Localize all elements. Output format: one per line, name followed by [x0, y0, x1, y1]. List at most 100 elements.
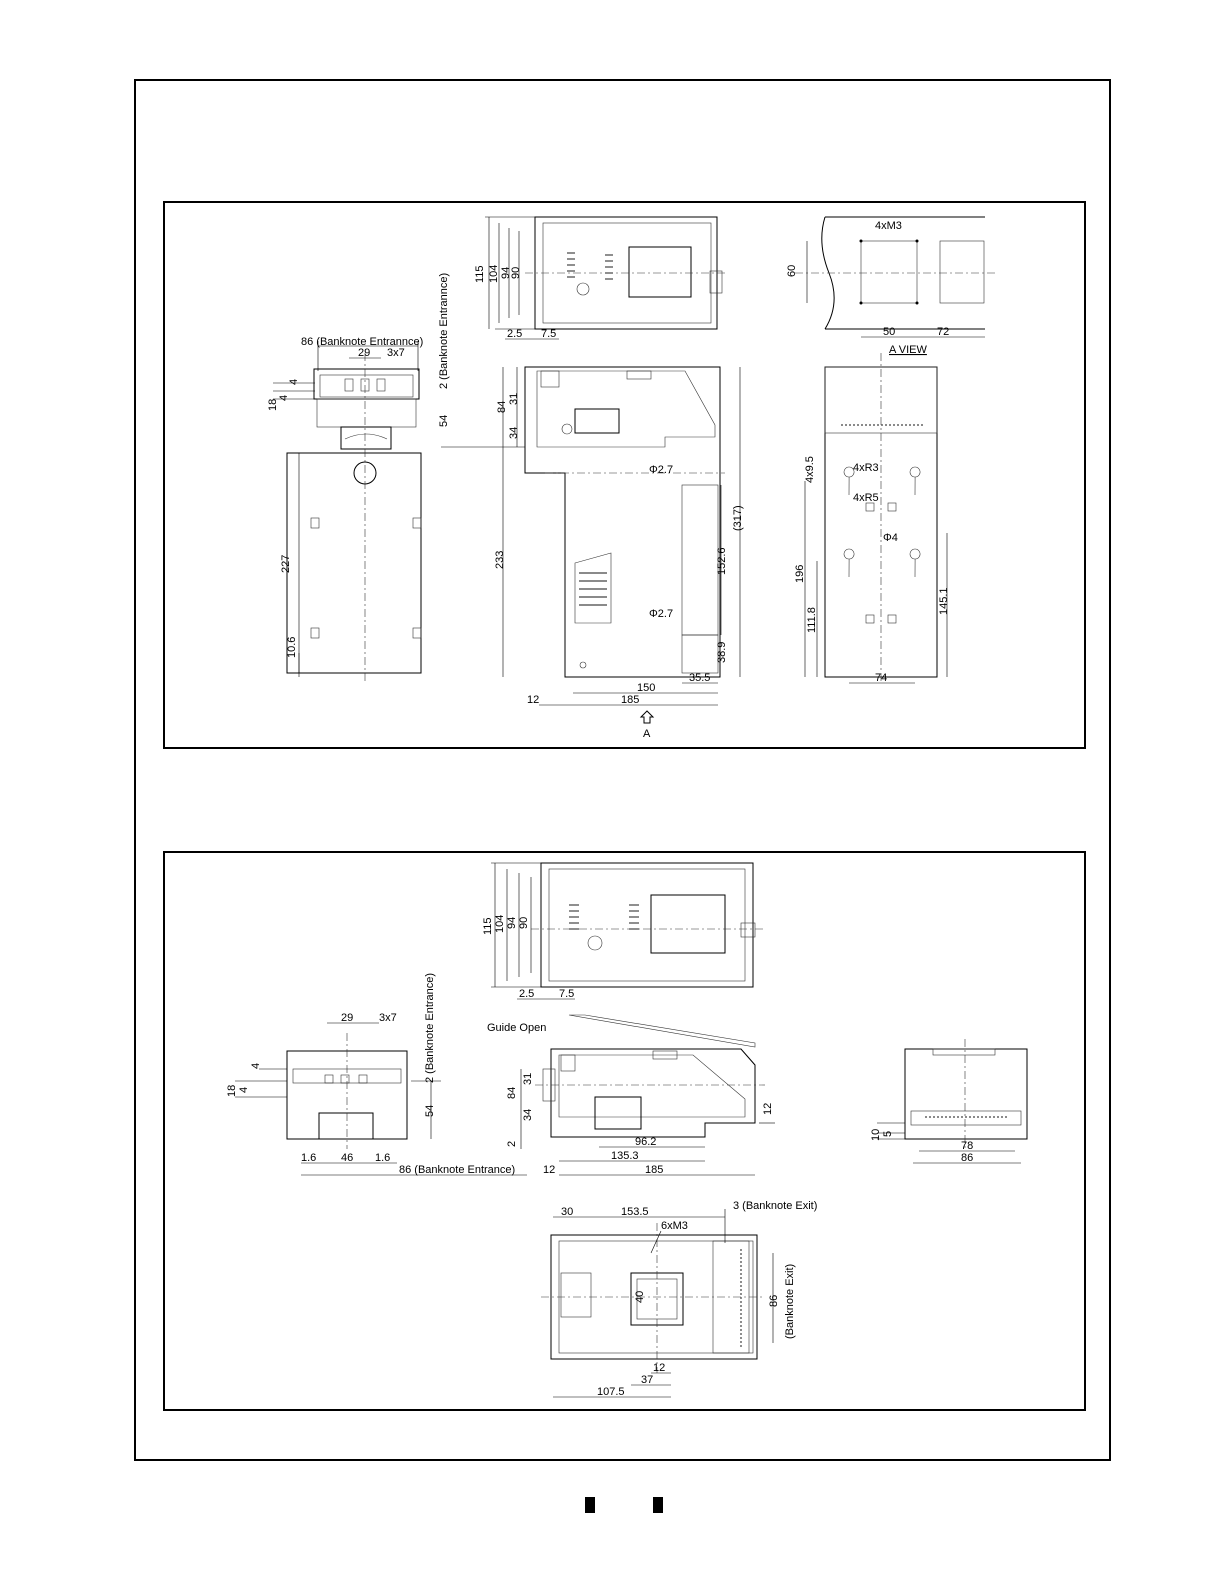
- bottom-front-dim-54: 54: [424, 1105, 436, 1117]
- bottom-front-dim-4: 4: [250, 1063, 262, 1069]
- bottom-side-dim-12: 12: [543, 1164, 555, 1176]
- bottom-front-view: 29 3x7 2 (Banknote Entrance) 4 18 4 54 1…: [226, 973, 527, 1176]
- side-dim-35-5: 35.5: [689, 672, 710, 684]
- bottom-rear-dim-5: 5: [882, 1131, 894, 1137]
- bottom-side-dim-84: 84: [506, 1087, 518, 1099]
- bottom-top-view-grill-icon: [569, 904, 639, 930]
- top-dim-2-5: 2.5: [507, 328, 522, 340]
- a-view-dim-72: 72: [937, 326, 949, 338]
- bottom-exit-offset-label: 3 (Banknote Exit): [733, 1200, 817, 1212]
- bottom-rear-dim-78: 78: [961, 1140, 973, 1152]
- side-phi-upper: Φ2.7: [649, 464, 673, 476]
- side-dim-233: 233: [494, 551, 506, 569]
- bottom-dim-37: 37: [641, 1374, 653, 1386]
- a-view: 4xM3 60 50 72 A VIEW: [786, 216, 995, 356]
- side-view-arrow-label: A: [643, 728, 651, 740]
- bottom-side-dim-2: 2: [506, 1141, 518, 1147]
- bottom-front-entrance-offset-label: 2 (Banknote Entrance): [424, 973, 436, 1083]
- bottom-dim-12: 12: [653, 1362, 665, 1374]
- side-dim-185: 185: [621, 694, 639, 706]
- front-dim-18: 18: [267, 399, 279, 411]
- bottom-front-dim-4b: 4: [238, 1087, 250, 1093]
- a-view-title: A VIEW: [889, 344, 928, 356]
- bottom-front-dim-3x7: 3x7: [379, 1012, 397, 1024]
- bottom-top-dim-115: 115: [482, 917, 494, 935]
- bottom-side-dim-34: 34: [522, 1109, 534, 1121]
- bottom-exit-label: (Banknote Exit): [784, 1264, 796, 1339]
- side-dim-31: 31: [508, 393, 520, 405]
- bottom-rear-view: 10 5 78 86: [870, 1039, 1028, 1164]
- footer-mark-left: [585, 1497, 595, 1513]
- bottom-dim-153-5: 153.5: [621, 1206, 649, 1218]
- bottom-top-dim-90: 90: [518, 917, 530, 929]
- rear-dim-74: 74: [875, 672, 887, 684]
- side-dim-150: 150: [637, 682, 655, 694]
- side-view: 2 (Banknote Entrannce) 54 84 31 34 233 Φ…: [438, 273, 744, 740]
- bottom-holes-label: 6xM3: [661, 1220, 688, 1232]
- bottom-top-view: 115 104 94 90 2.5 7.5: [482, 862, 765, 1000]
- side-entrance-offset-label: 2 (Banknote Entrannce): [438, 273, 450, 389]
- side-phi-lower: Φ2.7: [649, 608, 673, 620]
- front-dim-29: 29: [358, 347, 370, 359]
- a-view-dim-60: 60: [786, 265, 798, 277]
- bottom-front-dim-29: 29: [341, 1012, 353, 1024]
- bottom-rear-dim-10: 10: [870, 1129, 882, 1141]
- drawing-standard: 86 (Banknote Entrannce) 29 3x7 4 18 4 22…: [267, 216, 995, 740]
- rear-dim-145-1: 145.1: [938, 587, 950, 615]
- bottom-dim-107-5: 107.5: [597, 1386, 625, 1398]
- guide-open-label: Guide Open: [487, 1022, 546, 1034]
- bottom-top-dim-2-5: 2.5: [519, 988, 534, 1000]
- guide-open-outline: [568, 1014, 756, 1048]
- bottom-side-view: Guide Open 84 31 34 2 12 96.2 135.3 185 …: [487, 1014, 775, 1176]
- bottom-side-dim-185: 185: [645, 1164, 663, 1176]
- top-view: 115 104 94 90 2.5 7.5: [474, 216, 725, 340]
- side-dim-38-9: 38.9: [716, 642, 728, 663]
- bottom-logo-mark-icon: [587, 935, 603, 951]
- top-dim-90: 90: [510, 267, 522, 279]
- rear-r3-label: 4xR3: [853, 462, 879, 474]
- top-dim-104: 104: [488, 265, 500, 283]
- side-dim-12: 12: [527, 694, 539, 706]
- rear-slot-label: 4x9.5: [804, 456, 816, 483]
- top-dim-7-5: 7.5: [541, 328, 556, 340]
- front-entrance-width-label: 86 (Banknote Entrannce): [301, 336, 423, 348]
- bottom-side-dim-31: 31: [522, 1073, 534, 1085]
- view-direction-arrow-icon: [639, 710, 655, 724]
- rear-r5-label: 4xR5: [853, 492, 879, 504]
- side-dim-152-6: 152.6: [716, 547, 728, 575]
- dimension-panel-standard: 86 (Banknote Entrannce) 29 3x7 4 18 4 22…: [163, 201, 1086, 749]
- page-frame: [134, 79, 1111, 1461]
- bottom-side-dim-12-right: 12: [762, 1103, 774, 1115]
- rear-dim-111-8: 111.8: [806, 607, 818, 633]
- rear-phi4-label: Φ4: [883, 532, 898, 544]
- dimension-panel-guide-open: 115 104 94 90 2.5 7.5 29 3x7 2 (Banknote…: [163, 851, 1086, 1411]
- bottom-side-dim-135-3: 135.3: [611, 1150, 639, 1162]
- logo-mark-icon: [576, 282, 590, 296]
- bottom-exit-width: 86: [768, 1295, 780, 1307]
- rear-dim-196: 196: [794, 565, 806, 583]
- side-dim-54: 54: [438, 415, 450, 427]
- front-dim-10-6: 10.6: [286, 637, 298, 658]
- top-dim-115: 115: [474, 265, 486, 283]
- footer-mark-right: [653, 1497, 663, 1513]
- bottom-dim-30: 30: [561, 1206, 573, 1218]
- bottom-rear-dim-86: 86: [961, 1152, 973, 1164]
- bottom-front-dim-1-6-left: 1.6: [301, 1152, 316, 1164]
- front-view: 86 (Banknote Entrannce) 29 3x7 4 18 4 22…: [267, 336, 423, 683]
- bottom-front-dim-1-6-right: 1.6: [375, 1152, 390, 1164]
- front-dim-227: 227: [280, 555, 292, 573]
- bottom-top-dim-94: 94: [506, 917, 518, 929]
- side-dim-34: 34: [508, 427, 520, 439]
- bottom-top-dim-7-5: 7.5: [559, 988, 574, 1000]
- top-dim-94: 94: [500, 267, 512, 279]
- bottom-bottom-view: 30 153.5 3 (Banknote Exit) 6xM3 40 86 (B…: [541, 1200, 817, 1398]
- bottom-side-dim-96-2: 96.2: [635, 1136, 656, 1148]
- a-view-dim-50: 50: [883, 326, 895, 338]
- front-dim-3x7: 3x7: [387, 347, 405, 359]
- side-dim-84: 84: [496, 401, 508, 413]
- side-dim-317: (317): [732, 505, 744, 531]
- bottom-front-dim-18: 18: [226, 1085, 238, 1097]
- bottom-dim-40: 40: [634, 1291, 646, 1303]
- rear-view: 4x9.5 4xR3 4xR5 Φ4 196 111.8 145.1 74: [794, 353, 950, 684]
- bottom-front-dim-46: 46: [341, 1152, 353, 1164]
